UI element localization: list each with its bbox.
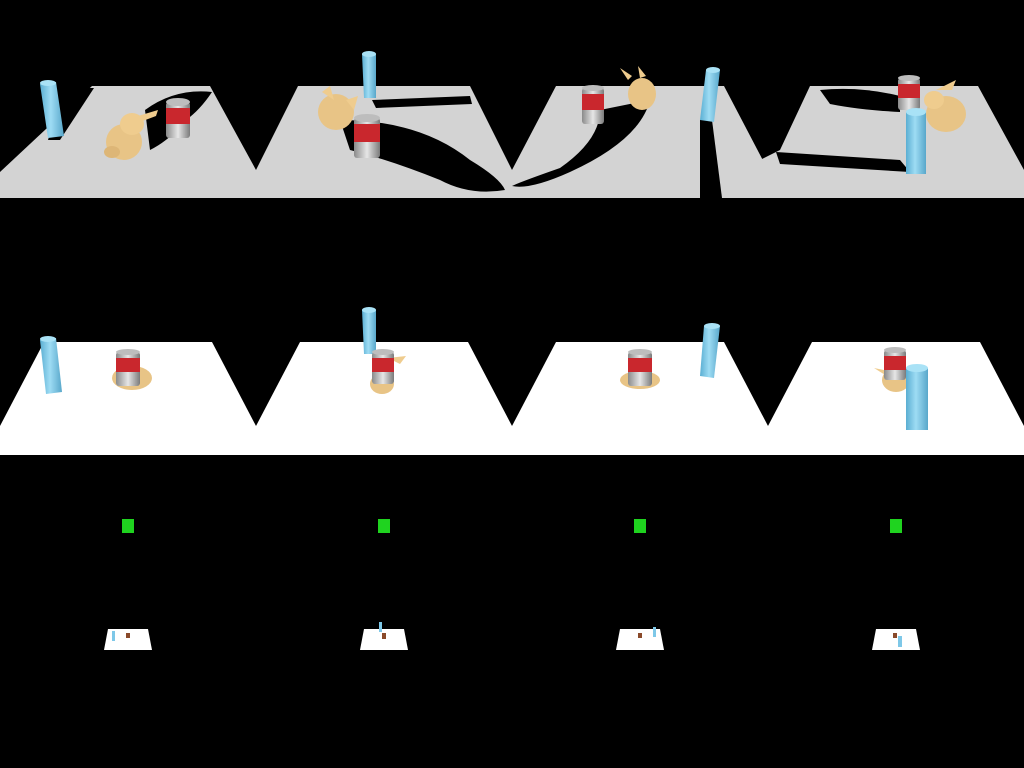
- soup-can: [382, 633, 386, 639]
- table-surface: [256, 342, 512, 455]
- row-shaded: [0, 51, 1024, 198]
- table-surface: [616, 629, 664, 650]
- object-shadow: [512, 100, 650, 187]
- row-far: [104, 519, 920, 650]
- blue-cylinder: [362, 51, 376, 98]
- view-3-far: [616, 519, 664, 650]
- view-1-far: [104, 519, 152, 650]
- view-2-flat: [256, 307, 512, 455]
- view-2-shaded: [256, 51, 512, 198]
- soup-can: [898, 75, 920, 110]
- view-3-shaded: [512, 66, 768, 198]
- view-4-shaded: [724, 75, 1024, 198]
- green-marker: [378, 519, 390, 533]
- table-surface: [872, 629, 920, 650]
- view-1-shaded: [0, 80, 256, 198]
- soup-can: [884, 347, 906, 380]
- object-shadow: [776, 152, 910, 172]
- view-4-far: [872, 519, 920, 650]
- tan-bunny: [620, 66, 656, 110]
- soup-can: [166, 98, 190, 138]
- soup-can: [126, 633, 130, 638]
- object-shadow: [820, 88, 900, 112]
- soup-can: [628, 349, 652, 386]
- view-2-far: [360, 519, 408, 650]
- blue-cylinder: [112, 631, 115, 641]
- green-marker: [890, 519, 902, 533]
- soup-can: [116, 349, 140, 386]
- view-3-flat: [512, 323, 768, 455]
- soup-can: [372, 349, 394, 384]
- table-surface: [768, 342, 1024, 455]
- tan-bunny: [318, 86, 358, 130]
- blue-cylinder: [700, 67, 720, 122]
- soup-can: [582, 85, 604, 124]
- soup-can: [893, 633, 897, 638]
- table-surface: [0, 342, 256, 455]
- blue-cylinder: [653, 627, 656, 637]
- table-surface: [360, 629, 408, 650]
- object-shadow: [700, 120, 722, 198]
- object-shadow: [372, 96, 472, 108]
- tan-bunny: [924, 80, 966, 132]
- soup-can: [354, 114, 380, 158]
- green-marker: [122, 519, 134, 533]
- blue-cylinder: [379, 622, 382, 632]
- blue-cylinder: [700, 323, 720, 378]
- table-surface: [104, 629, 152, 650]
- blue-cylinder: [906, 364, 928, 430]
- view-4-flat: [768, 342, 1024, 455]
- view-1-flat: [0, 336, 256, 455]
- blue-cylinder: [362, 307, 376, 354]
- blue-cylinder: [906, 108, 926, 174]
- soup-can: [638, 633, 642, 638]
- blue-cylinder: [40, 336, 62, 394]
- object-shadow: [340, 120, 505, 192]
- row-flat: [0, 307, 1024, 455]
- blue-cylinder: [898, 636, 902, 647]
- tan-bunny: [104, 110, 158, 160]
- green-marker: [634, 519, 646, 533]
- blue-cylinder: [40, 80, 64, 138]
